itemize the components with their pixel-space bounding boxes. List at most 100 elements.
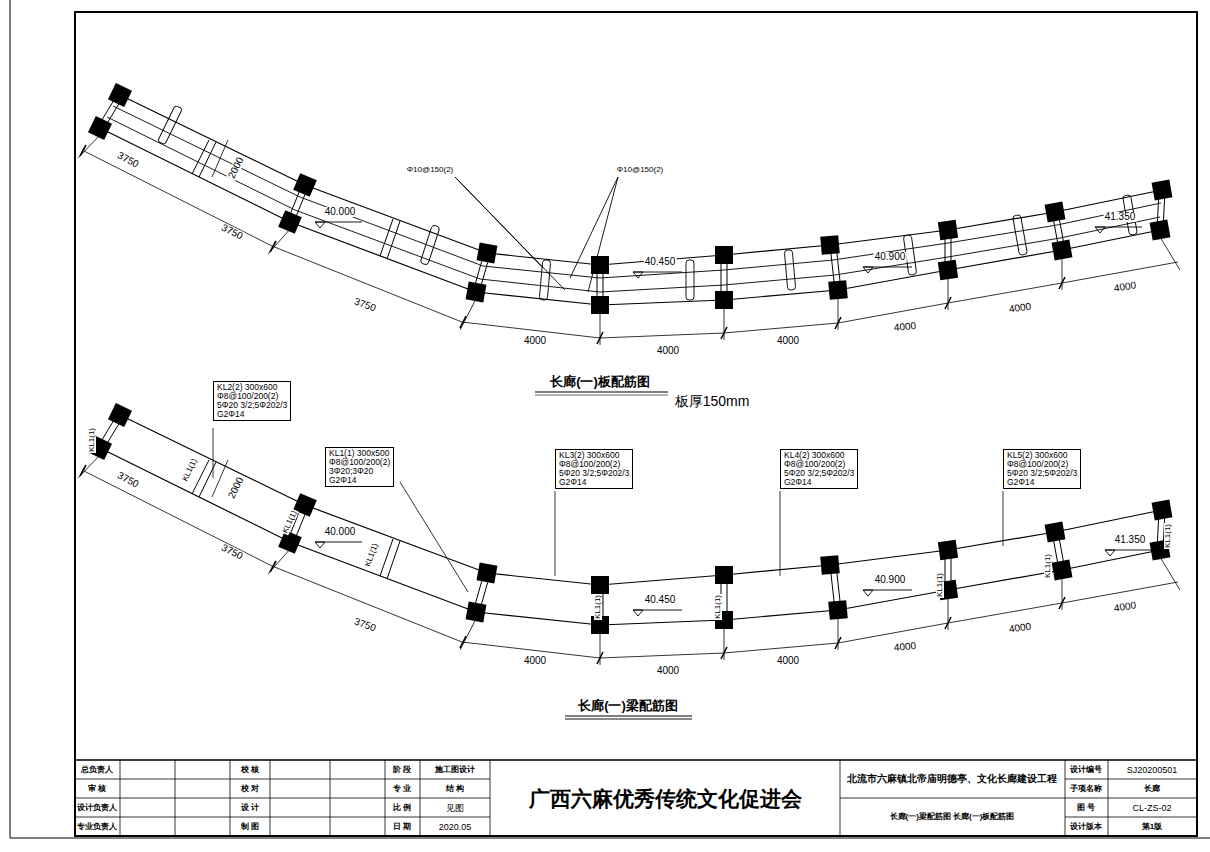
- beam-spec-text: KL3(2) 300x600: [559, 451, 629, 460]
- dimension: 3750: [352, 296, 378, 314]
- beam-annotation-box: KL4(2) 300x600Φ8@100/200(2)5Φ20 3/2;5Φ20…: [780, 449, 858, 489]
- elevation-marks: [315, 222, 1152, 616]
- title-block-cell: SJ20200501: [1126, 765, 1179, 774]
- elevation: 40.450: [644, 595, 677, 605]
- beam-tag: KL1(1): [714, 594, 722, 620]
- beam-annotation-box: KL1(1) 300x500Φ8@100/200(2)3Φ20;3Φ20G2Φ1…: [325, 447, 394, 487]
- title-block-cell: 审 核: [87, 785, 107, 793]
- elevation: 40.450: [644, 257, 677, 267]
- dimension: 4000: [776, 656, 800, 666]
- elevation: 41.350: [1114, 535, 1147, 545]
- dimension: 4000: [1007, 301, 1032, 314]
- dimension: 3750: [219, 222, 245, 242]
- rebar-callout: Φ10@150(2): [616, 166, 665, 174]
- title-block-cell: 日 期: [392, 823, 412, 831]
- title-block-cell: 校 核: [240, 766, 260, 774]
- beam-spec-text: G2Φ14: [217, 410, 287, 419]
- beam-spec-text: G2Φ14: [329, 476, 390, 485]
- title-block-cell: 专业负责人: [76, 823, 118, 831]
- title-block-cell: 图 号: [1076, 804, 1096, 812]
- title-block-cell: 施工图设计: [434, 766, 476, 774]
- title-block-cell: 设计负责人: [76, 804, 118, 812]
- beam-spec-text: KL5(2) 300x600: [1007, 451, 1077, 460]
- note: 板厚150mm: [674, 394, 751, 408]
- beam-spec-text: G2Φ14: [1007, 478, 1077, 487]
- beam-spec-text: G2Φ14: [559, 478, 629, 487]
- elevation: 41.350: [1104, 212, 1137, 222]
- title-block-cell: 阶 段: [392, 766, 412, 774]
- beam-tag: KL1(1): [1164, 523, 1172, 549]
- beam-spec-text: KL4(2) 300x600: [784, 451, 854, 460]
- beam-spec-text: 5Φ20 3/2;5Φ202/3: [784, 469, 854, 478]
- beam-spec-text: Φ8@100/200(2): [784, 460, 854, 469]
- title-block-cell: 第1版: [1141, 823, 1163, 831]
- beam-spec-text: 3Φ20;3Φ20: [329, 467, 390, 476]
- project-name: 北流市六麻镇北帝庙明德亭、文化长廊建设工程: [846, 774, 1058, 784]
- organization-name: 广西六麻优秀传统文化促进会: [528, 788, 803, 809]
- leader-lines: [213, 428, 1003, 592]
- dimension: 2000: [226, 475, 246, 501]
- beam-spec-text: 5Φ20 3/2;5Φ202/3: [1007, 469, 1077, 478]
- title-block-cell: 2020.05: [438, 822, 473, 831]
- beam-spec-text: KL2(2) 300x600: [217, 383, 287, 392]
- beam-spec-text: 5Φ20 3/2;5Φ202/3: [559, 469, 629, 478]
- title-block-cell: 制 图: [240, 823, 260, 831]
- title-block-cell: 设计编号: [1069, 766, 1103, 774]
- dimension: 4000: [1007, 621, 1032, 634]
- sheet-title: 长廊(一)梁配筋图 长廊(一)板配筋图: [889, 813, 1016, 821]
- beam-tag: KL1(1): [594, 594, 602, 620]
- beam-tag: KL1(1): [364, 541, 380, 568]
- title-block-cell: 校 对: [240, 785, 260, 793]
- dimension: 4000: [1112, 600, 1138, 614]
- beam-tag: KL1(1): [88, 427, 96, 453]
- dimension: 4000: [892, 321, 917, 333]
- beam-annotation-box: KL3(2) 300x600Φ8@100/200(2)5Φ20 3/2;5Φ20…: [555, 449, 633, 489]
- title-block-cell: 子项名称: [1069, 785, 1103, 793]
- slab-rebar: [107, 105, 1161, 300]
- beam-annotation-box: KL5(2) 300x600Φ8@100/200(2)5Φ20 3/2;5Φ20…: [1003, 449, 1081, 489]
- beam-spec-text: Φ8@100/200(2): [329, 458, 390, 467]
- beam-tag: KL1(1): [281, 509, 299, 536]
- dimension: 3750: [115, 150, 141, 170]
- drawing-title: 长廊(一)板配筋图: [549, 375, 651, 388]
- title-block: [75, 760, 1197, 836]
- elevation: 40.000: [324, 527, 357, 537]
- beam-annotation-box: KL2(2) 300x600Φ8@100/200(2)5Φ20 3/2;5Φ20…: [213, 381, 291, 421]
- elevation: 40.000: [324, 207, 357, 217]
- dimension: 4000: [1112, 280, 1138, 294]
- title-block-cell: 专 业: [392, 785, 412, 793]
- dimension: 4000: [523, 336, 547, 346]
- dimension: 3750: [115, 470, 141, 490]
- dimension: 3750: [219, 542, 245, 562]
- beam-spec-text: Φ8@100/200(2): [1007, 460, 1077, 469]
- dimension: 3750: [352, 616, 378, 634]
- dimension: 4000: [523, 656, 547, 666]
- title-block-cell: 总负责人: [80, 766, 114, 774]
- title-block-cell: 见图: [445, 803, 465, 812]
- title-block-cell: 比 例: [392, 804, 412, 812]
- title-block-cell: 长廊: [1143, 785, 1161, 793]
- rebar-callout: Φ10@150(2): [406, 166, 455, 174]
- beam-spec-text: Φ8@100/200(2): [559, 460, 629, 469]
- beam-spec-text: G2Φ14: [784, 478, 854, 487]
- elevation: 40.900: [874, 575, 907, 585]
- elevation: 40.900: [874, 252, 907, 262]
- title-block-cell: CL-ZS-02: [1131, 803, 1172, 812]
- drawing-title: 长廊(一)梁配筋图: [577, 699, 679, 712]
- title-block-cell: 设计版本: [1069, 823, 1103, 831]
- title-underline: [535, 392, 692, 719]
- beam-spec-text: 5Φ20 3/2;5Φ202/3: [217, 401, 287, 410]
- dimension: 4000: [776, 336, 800, 346]
- dimension: 4000: [656, 346, 680, 356]
- dimension: 4000: [892, 641, 917, 653]
- dimension: 2000: [226, 155, 246, 181]
- beam-tag: KL1(1): [936, 572, 944, 598]
- title-block-cell: 设 计: [240, 804, 260, 812]
- beam-tag: KL1(1): [181, 457, 199, 484]
- dimension: 4000: [656, 666, 680, 676]
- title-block-cell: 结 构: [445, 785, 465, 793]
- beam-spec-text: Φ8@100/200(2): [217, 392, 287, 401]
- beam-spec-text: KL1(1) 300x500: [329, 449, 390, 458]
